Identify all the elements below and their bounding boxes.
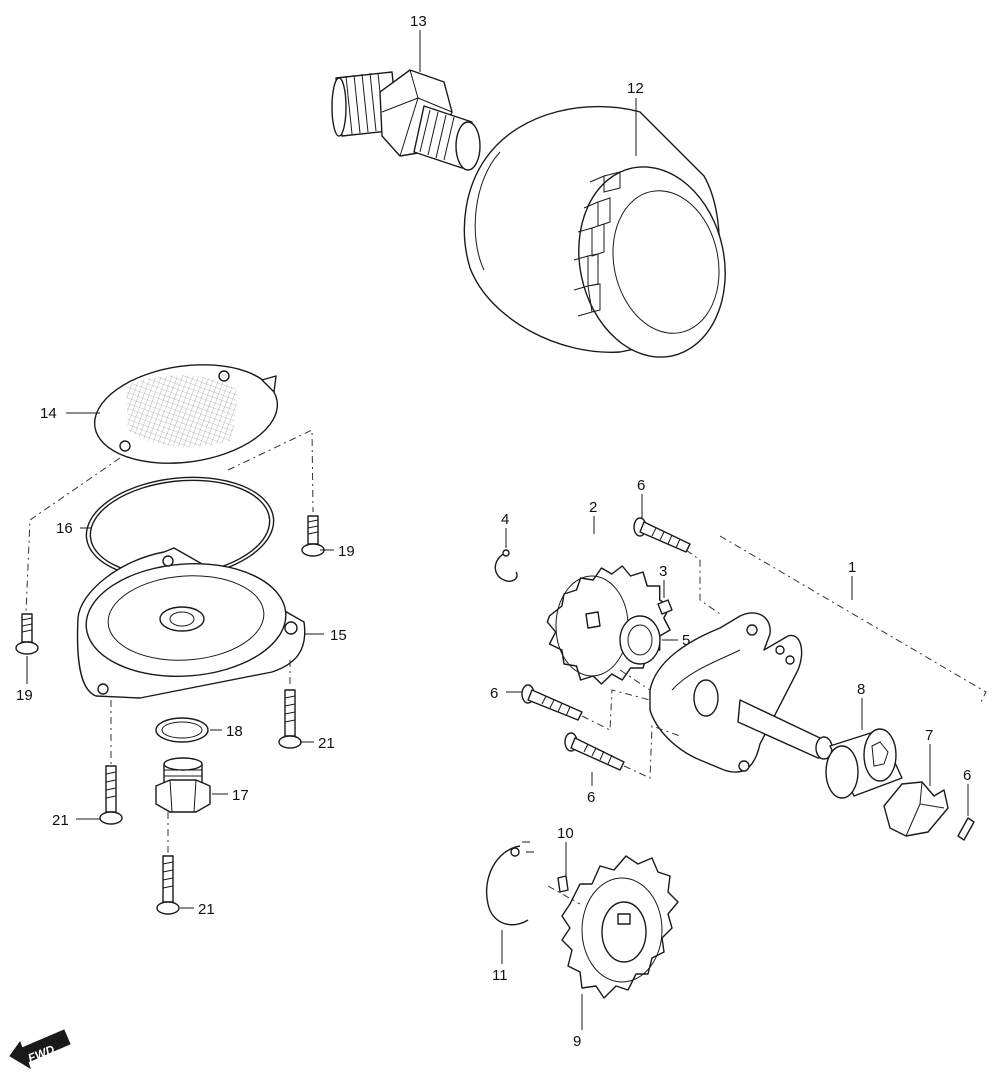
callout-15: 14 [40,405,57,422]
bolt-21-lower-left [99,765,123,825]
pump-screw-middle [521,684,583,721]
oil-filter [463,105,726,358]
callout-14: 13 [410,13,427,30]
callout-16: 15 [330,627,347,644]
inner-rotor [883,781,949,837]
callout-21-bottom: 21 [198,901,215,918]
bolt-20-left [15,613,39,655]
drain-plug [155,757,211,813]
callout-12: 11 [492,967,508,984]
forward-direction-arrow: FWD [9,1029,71,1070]
o-ring-large [85,476,275,580]
callout-3: 3 [659,563,667,580]
callout-labels: 13 12 14 16 15 18 17 19 19 21 21 21 2 4 … [16,13,971,1050]
gear-pin [557,875,569,893]
leader-lines [26,30,969,1030]
pump-screw-top [633,517,691,553]
outer-rotor [825,728,903,799]
callout-20-left: 19 [16,687,33,704]
oil-pump-body [649,612,833,773]
callout-5: 5 [682,632,690,649]
dowel-pin [657,599,673,615]
assembly-lines [25,429,987,905]
bolt-21-right [278,689,302,749]
callout-21-left: 21 [52,812,69,829]
bolt-21-bottom [156,855,180,915]
callout-7: 6 [963,767,971,784]
callout-10: 9 [573,1033,581,1050]
callout-8: 7 [925,727,933,744]
callout-21-right: 21 [318,735,335,752]
drain-plug-washer [155,717,209,743]
callout-1: 1 [848,559,856,576]
callout-6-lower: 6 [587,789,595,806]
pump-driven-gear [561,855,679,999]
callout-6-middle: 6 [490,685,498,702]
callout-4: 4 [501,511,509,528]
callout-17: 16 [56,520,73,537]
circlip-small [494,549,518,582]
callout-11: 10 [557,825,574,842]
strainer-cover [76,547,306,699]
rotor-pin [957,817,975,841]
callout-9: 8 [857,681,865,698]
oil-strainer-screen [93,364,279,464]
callout-2: 2 [589,499,597,516]
callout-18: 17 [232,787,249,804]
callout-6-top: 6 [637,477,645,494]
thrust-washer [619,615,661,665]
oil-filter-fitting [331,69,481,171]
gear-circlip [486,841,534,926]
pump-screw-lower [564,732,625,771]
callout-13: 12 [627,80,644,97]
callout-19: 18 [226,723,243,740]
callout-20-right: 19 [338,543,355,560]
